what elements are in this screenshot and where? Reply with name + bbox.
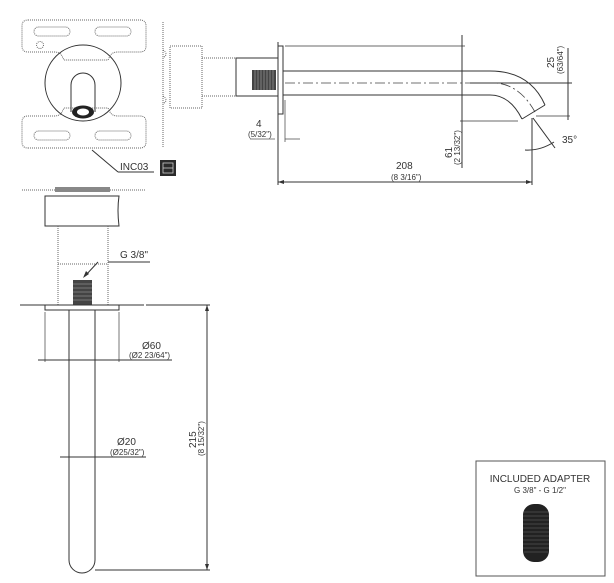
dim-spout-diameter-inch: (Ø25/32") (110, 448, 145, 457)
thread-label: G 3/8" (120, 250, 148, 261)
dim-outlet-height-inch: (63/64") (556, 45, 565, 74)
dim-spout-diameter-mm: Ø20 (117, 437, 136, 448)
dim-projection-mm: 208 (396, 161, 413, 172)
adapter-thread-icon (523, 511, 549, 553)
dim-projection-inch: (8 3/16") (391, 173, 422, 182)
dim-plate-mm: 4 (256, 119, 262, 130)
dim-flange-diameter-mm: Ø60 (142, 341, 161, 352)
box-module-icon (160, 160, 176, 176)
dim-outlet-angle: 35° (562, 135, 577, 146)
dim-spout-length-inch: (8 15/32") (197, 421, 206, 456)
dim-plate-inch: (5/32") (248, 130, 272, 139)
dim-outlet-height-mm: 25 (546, 56, 557, 68)
dim-flange-diameter-inch: (Ø2 23/64") (129, 351, 170, 360)
adapter-title: INCLUDED ADAPTER (490, 474, 591, 485)
included-adapter-box (475, 460, 606, 577)
dim-spout-height-inch: (2 13/32") (453, 130, 462, 165)
mounting-bracket-front-view (21, 19, 154, 173)
dim-spout-length-mm: 215 (188, 431, 199, 448)
side-view (162, 22, 572, 185)
dim-spout-height-mm: 61 (444, 146, 455, 158)
adapter-subtitle: G 3/8" - G 1/2" (514, 486, 566, 495)
part-code-label: INC03 (120, 162, 149, 173)
front-section-view (20, 187, 210, 574)
